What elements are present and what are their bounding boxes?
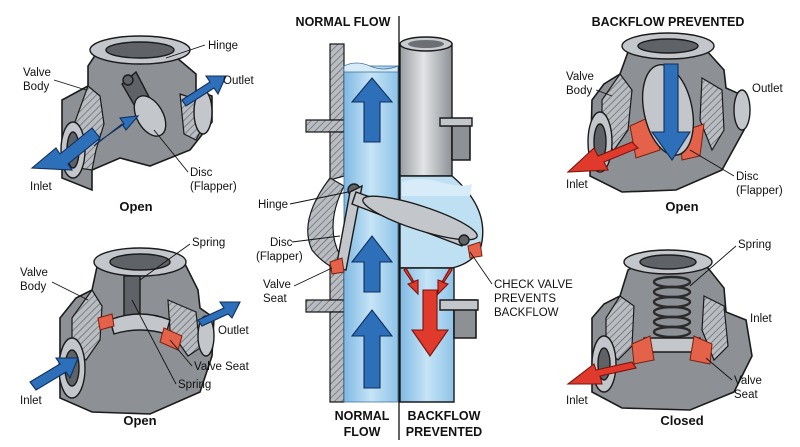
label-inlet-br-left: Inlet bbox=[566, 395, 589, 407]
label-valve-seat-center-2: Seat bbox=[263, 293, 287, 305]
label-valve-body-tl-2: Body bbox=[23, 81, 49, 93]
label-hinge-tl: Hinge bbox=[208, 40, 238, 52]
leader-spring-br bbox=[689, 245, 737, 287]
label-valve-body-bl-1: Valve bbox=[20, 267, 48, 279]
label-spring-br: Spring bbox=[738, 239, 771, 251]
label-disc-tl-1: Disc bbox=[190, 167, 213, 179]
leader-disc-tr bbox=[689, 149, 735, 177]
label-check-valve-note-3: BACKFLOW bbox=[494, 307, 559, 319]
swing-check-valve-backflow bbox=[566, 32, 751, 193]
caption-top-left: Open bbox=[119, 199, 152, 214]
leader-valve-body-bl bbox=[51, 281, 89, 301]
label-spring-bl-bottom: Spring bbox=[178, 379, 211, 391]
label-outlet-tl: Outlet bbox=[223, 75, 254, 87]
label-valve-seat-bl: Valve Seat bbox=[194, 361, 250, 373]
label-inlet-tl: Inlet bbox=[30, 181, 53, 193]
label-valve-body-tl-1: Valve bbox=[23, 67, 51, 79]
label-valve-seat-center-1: Valve bbox=[263, 279, 291, 291]
caption-bottom-right: Closed bbox=[660, 413, 703, 428]
label-inlet-tr: Inlet bbox=[566, 179, 589, 191]
spring-coil bbox=[652, 275, 692, 339]
leader-disc-center bbox=[291, 235, 341, 243]
label-backflow-bottom-1: BACKFLOW bbox=[408, 409, 481, 423]
header-backflow-prevented: BACKFLOW PREVENTED bbox=[592, 15, 745, 29]
label-disc-tl-2: (Flapper) bbox=[190, 181, 237, 193]
leader-valve-body-tr bbox=[595, 89, 613, 97]
label-check-valve-note-2: PREVENTS bbox=[494, 293, 556, 305]
label-normal-flow-bottom-2: FLOW bbox=[344, 425, 381, 439]
leader-valve-seat-br bbox=[705, 357, 733, 381]
label-disc-tr-1: Disc bbox=[736, 171, 759, 183]
label-disc-tr-2: (Flapper) bbox=[736, 185, 783, 197]
label-valve-seat-br-1: Valve bbox=[734, 375, 762, 387]
label-inlet-bl: Inlet bbox=[20, 395, 43, 407]
leader-hinge-center bbox=[289, 191, 349, 205]
swing-check-valve-open bbox=[30, 35, 227, 192]
water-left bbox=[343, 65, 399, 403]
label-valve-body-tr-1: Valve bbox=[566, 71, 594, 83]
leader-valve-seat-center bbox=[293, 267, 333, 287]
leader-spring-bl-top bbox=[139, 243, 191, 281]
leader-hinge-tl bbox=[165, 44, 206, 59]
caption-top-right: Open bbox=[665, 199, 698, 214]
leader-spring-bl-bottom bbox=[131, 299, 177, 385]
leader-check-valve-note bbox=[469, 251, 493, 285]
lift-check-valve-open bbox=[29, 247, 241, 415]
caption-bottom-left: Open bbox=[123, 413, 156, 428]
label-outlet-bl: Outlet bbox=[218, 325, 249, 337]
label-inlet-br-top: Inlet bbox=[750, 313, 773, 325]
leader-disc-tl bbox=[153, 129, 189, 173]
leader-valve-seat-bl bbox=[169, 339, 193, 367]
label-disc-center-1: Disc bbox=[270, 237, 293, 249]
label-outlet-tr: Outlet bbox=[752, 83, 783, 95]
label-hinge-center: Hinge bbox=[258, 199, 288, 211]
leader-valve-body-tl bbox=[53, 79, 87, 91]
label-normal-flow-bottom-1: NORMAL bbox=[335, 409, 390, 423]
label-backflow-bottom-2: PREVENTED bbox=[406, 425, 482, 439]
header-normal-flow: NORMAL FLOW bbox=[296, 15, 391, 29]
spring-check-valve-closed bbox=[566, 249, 753, 411]
label-spring-bl-top: Spring bbox=[192, 237, 225, 249]
label-valve-body-tr-2: Body bbox=[566, 85, 592, 97]
label-valve-body-bl-2: Body bbox=[20, 281, 46, 293]
label-disc-center-2: (Flapper) bbox=[256, 251, 303, 263]
label-valve-seat-br-2: Seat bbox=[734, 389, 758, 401]
center-cutaway-valve bbox=[305, 16, 484, 440]
label-check-valve-note-1: CHECK VALVE bbox=[494, 279, 573, 291]
